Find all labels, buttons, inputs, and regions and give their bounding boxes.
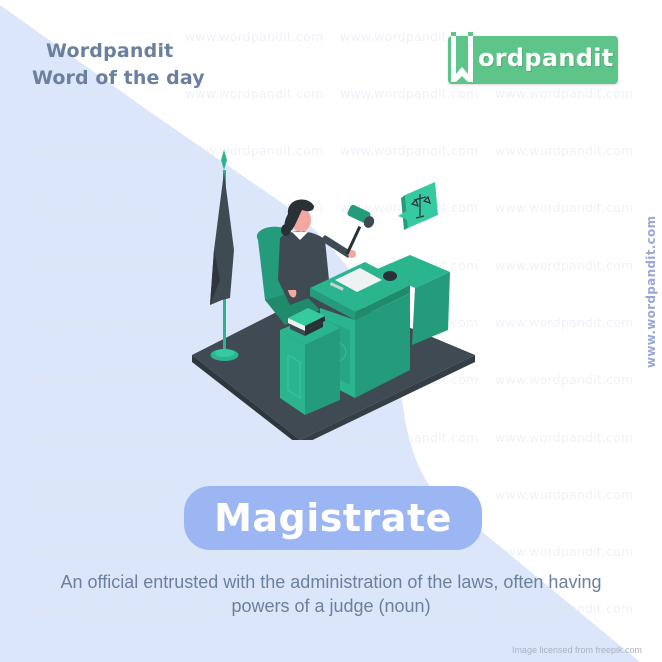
scales-speech-bubble-icon <box>398 182 438 230</box>
desk-icon <box>280 255 450 415</box>
books-icon <box>288 308 325 336</box>
word-definition: An official entrusted with the administr… <box>0 570 662 618</box>
brand-title: Wordpandit <box>46 40 174 62</box>
wordpandit-logo: ordpandit <box>448 32 618 84</box>
judge-illustration <box>192 150 475 440</box>
bookmark-w-icon <box>451 32 473 82</box>
definition-line-2: powers of a judge (noun) <box>231 596 431 616</box>
image-credit: Image licensed from freepik.com <box>511 645 642 655</box>
side-url: www.wordpandit.com <box>644 215 658 368</box>
flag-icon <box>210 150 239 361</box>
brand-subtitle: Word of the day <box>32 67 205 89</box>
definition-line-1: An official entrusted with the administr… <box>60 572 602 592</box>
gavel-icon <box>345 204 375 255</box>
logo-text: ordpandit <box>478 44 614 72</box>
word-pill: Magistrate <box>184 486 482 550</box>
word-term: Magistrate <box>214 496 452 540</box>
